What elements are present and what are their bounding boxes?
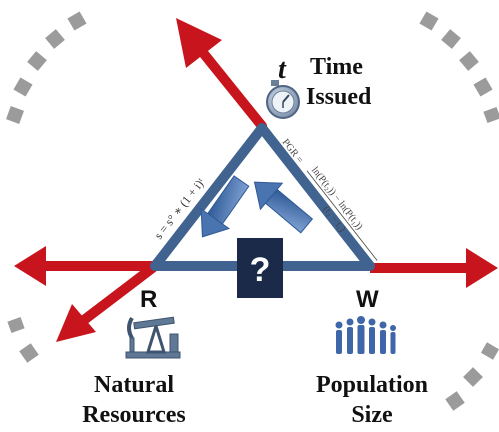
- resources-label-line2: Resources: [82, 402, 186, 428]
- population-label-line1: Population: [316, 372, 428, 398]
- stopwatch-icon: [266, 80, 300, 119]
- red-axis-arrows: [14, 18, 498, 342]
- question-box: ?: [237, 238, 283, 298]
- svg-text:?: ?: [250, 251, 271, 289]
- time-label-line2: Issued: [306, 84, 372, 110]
- dashed-ring: [6, 11, 499, 411]
- rotation-arrow-left: [200, 175, 250, 238]
- population-symbol: W: [356, 286, 379, 313]
- population-label-line2: Size: [351, 402, 393, 428]
- arrow-down-left-shaft: [79, 261, 160, 325]
- resources-symbol: R: [140, 286, 157, 313]
- arrow-up-left-shaft: [191, 39, 267, 131]
- oil-pump-icon: [125, 316, 181, 359]
- time-symbol: t: [278, 54, 287, 85]
- arrow-down-left-head: [56, 304, 96, 342]
- people-group-icon: [335, 316, 396, 354]
- arrow-right-head: [466, 248, 498, 288]
- time-label-line1: Time: [310, 54, 363, 80]
- arrow-left-head: [14, 246, 46, 286]
- rotation-arrows: [200, 175, 314, 238]
- arrow-up-left-head: [176, 18, 222, 68]
- rotation-arrow-right: [253, 181, 314, 234]
- resources-label-line1: Natural: [94, 372, 174, 398]
